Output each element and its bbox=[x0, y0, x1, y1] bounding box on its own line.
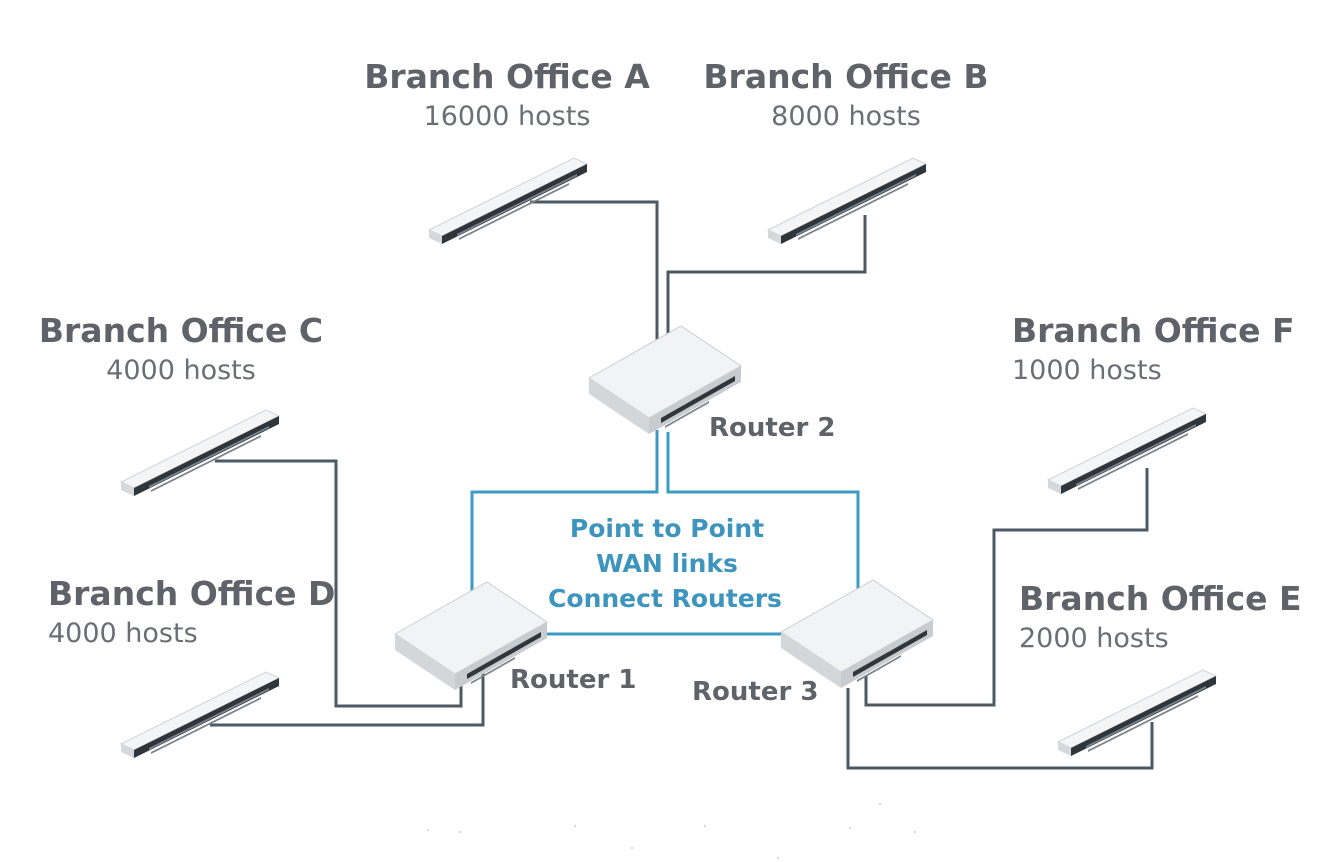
branch-c-hosts: 4000 hosts bbox=[106, 355, 256, 386]
router-3-label: Router 3 bbox=[692, 677, 818, 707]
branch-e-name: Branch Office E bbox=[1019, 579, 1302, 618]
router-1-label: Router 1 bbox=[510, 665, 636, 695]
cable-branch-c-router-1 bbox=[215, 459, 463, 708]
branch-b-name: Branch Office B bbox=[703, 57, 988, 96]
branch-d-name: Branch Office D bbox=[48, 574, 335, 613]
switch-branch-c-icon bbox=[120, 409, 280, 497]
wan-caption-line-1: Point to Point bbox=[570, 514, 764, 543]
branch-b-hosts: 8000 hosts bbox=[771, 101, 921, 132]
branch-c-name: Branch Office C bbox=[39, 311, 323, 350]
branch-e-hosts: 2000 hosts bbox=[1019, 623, 1169, 654]
branch-d-hosts: 4000 hosts bbox=[48, 618, 198, 649]
wan-link-router-2-router-1 bbox=[470, 430, 659, 596]
branch-a-label: Branch Office A 16000 hosts bbox=[364, 57, 650, 132]
branch-f-label: Branch Office F 1000 hosts bbox=[1012, 311, 1295, 386]
switch-branch-f-icon bbox=[1047, 407, 1207, 495]
cable-branch-b-router-2 bbox=[666, 215, 867, 340]
switch-branch-d-icon bbox=[120, 671, 280, 759]
wan-caption-line-2: WAN links bbox=[596, 549, 738, 578]
background-specks bbox=[427, 803, 916, 859]
cable-branch-d-router-1 bbox=[210, 670, 485, 727]
cables bbox=[210, 200, 1154, 770]
router-3-icon bbox=[780, 579, 934, 689]
cable-branch-a-router-2 bbox=[530, 200, 659, 340]
switch-branch-b-icon bbox=[767, 157, 927, 245]
wan-links bbox=[470, 430, 860, 636]
cable-branch-e-router-3 bbox=[846, 688, 1154, 770]
branch-b-label: Branch Office B 8000 hosts bbox=[703, 57, 988, 132]
wan-caption-line-3: Connect Routers bbox=[548, 584, 782, 613]
router-2-label: Router 2 bbox=[709, 413, 835, 443]
wan-link-router-2-router-3 bbox=[666, 432, 860, 590]
branch-d-label: Branch Office D 4000 hosts bbox=[48, 574, 335, 649]
branch-f-hosts: 1000 hosts bbox=[1012, 355, 1162, 386]
branch-a-hosts: 16000 hosts bbox=[424, 101, 591, 132]
cable-branch-f-router-3 bbox=[864, 468, 1149, 707]
branch-c-label: Branch Office C 4000 hosts bbox=[39, 311, 323, 386]
branch-a-name: Branch Office A bbox=[364, 57, 650, 96]
branch-f-name: Branch Office F bbox=[1012, 311, 1295, 350]
wan-caption: Point to Point WAN links Connect Routers bbox=[548, 514, 782, 613]
switch-branch-e-icon bbox=[1057, 669, 1217, 757]
branch-e-label: Branch Office E 2000 hosts bbox=[1019, 579, 1302, 654]
